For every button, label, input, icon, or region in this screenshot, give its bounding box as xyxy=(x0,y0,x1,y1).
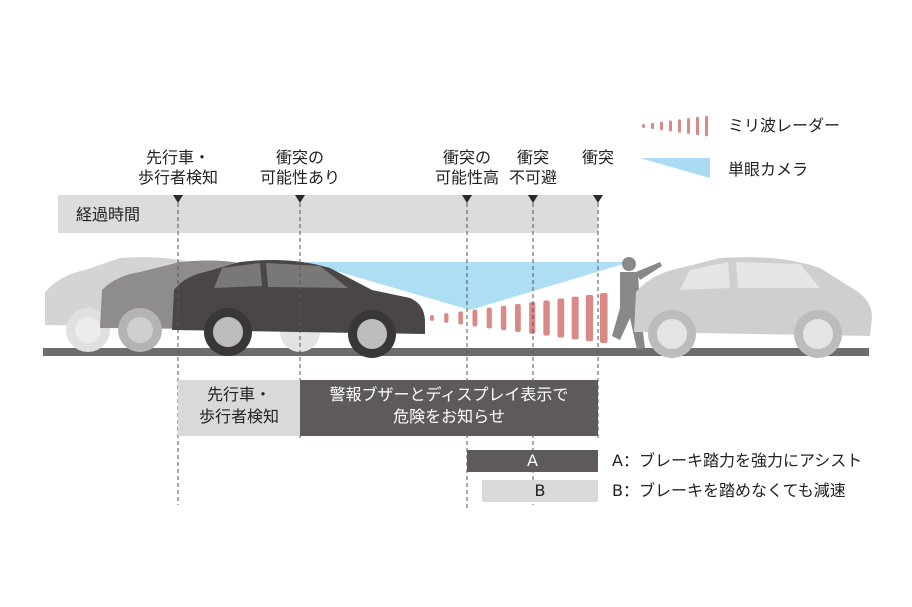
detect-bar-text: 先行車・ 歩行者検知 xyxy=(178,384,300,428)
radar-wave xyxy=(472,309,478,327)
legend-radar-wave xyxy=(669,120,672,132)
detect-bar xyxy=(178,380,300,436)
legend-radar-label: ミリ波レーダー xyxy=(728,116,841,135)
b-bar-text: B xyxy=(534,481,546,500)
warning-bar-line1: 警報ブザーとディスプレイ表示で xyxy=(329,385,569,404)
warning-bar xyxy=(300,380,598,436)
a-description: A：ブレーキ踏力を強力にアシスト xyxy=(612,451,863,470)
legend-radar-wave xyxy=(687,118,690,134)
event-detect-line2: 歩行者検知 xyxy=(137,168,218,187)
radar-wave xyxy=(444,313,449,323)
legend-radar-wave xyxy=(705,115,708,137)
radar-wave xyxy=(529,302,536,334)
event-detect-label: 先行車・ 歩行者検知 xyxy=(118,148,238,188)
timeline-marker-triangle xyxy=(173,195,183,203)
event-unavoidable-line1: 衝突 xyxy=(516,148,549,167)
radar-wave xyxy=(515,304,521,332)
warning-bar-line2: 危険をお知らせ xyxy=(393,407,505,426)
event-collision-line2: 衝突 xyxy=(581,148,614,167)
radar-wave xyxy=(500,305,507,331)
event-collision-label: 衝突 xyxy=(568,148,628,168)
event-high-line2: 可能性高 xyxy=(434,168,499,187)
timeline-marker-triangle xyxy=(593,195,603,203)
timeline-marker-triangle xyxy=(295,195,305,203)
detect-bar-line1: 先行車・ xyxy=(206,385,271,404)
radar-wave xyxy=(543,300,550,336)
timeline-marker-triangle xyxy=(528,195,538,203)
event-possible-label: 衝突の 可能性あり xyxy=(240,148,360,188)
b-bar xyxy=(482,480,598,502)
front-car xyxy=(634,257,872,358)
a-bar xyxy=(467,450,598,472)
radar-wave xyxy=(557,298,565,338)
legend-camera-icon xyxy=(640,158,710,178)
main-car xyxy=(172,260,425,358)
timeline-axis-label: 経過時間 xyxy=(76,205,141,224)
radar-wave xyxy=(571,296,579,340)
radar-wave xyxy=(600,293,608,343)
event-possible-line2: 可能性あり xyxy=(259,168,340,187)
b-description: B：ブレーキを踏めなくても減速 xyxy=(612,481,846,500)
camera-beam xyxy=(305,262,630,310)
event-unavoidable-label: 衝突 不可避 xyxy=(496,148,570,188)
legend-radar-wave xyxy=(660,121,663,131)
event-high-line1: 衝突の xyxy=(442,148,491,167)
event-possible-line1: 衝突の xyxy=(275,148,324,167)
radar-wave xyxy=(430,315,434,321)
event-detect-line1: 先行車・ xyxy=(145,148,210,167)
radar-wave xyxy=(486,307,492,329)
event-high-label: 衝突の 可能性高 xyxy=(408,148,526,188)
detect-bar-line2: 歩行者検知 xyxy=(198,407,279,426)
radar-waves xyxy=(430,293,608,343)
legend-radar-wave xyxy=(696,116,699,136)
warning-bar-text: 警報ブザーとディスプレイ表示で 危険をお知らせ xyxy=(300,384,598,428)
timeline-band xyxy=(58,195,598,233)
road-line xyxy=(43,348,869,356)
legend-camera-label: 単眼カメラ xyxy=(728,160,809,179)
a-bar-text: A xyxy=(527,451,538,470)
legend-radar-icon xyxy=(642,115,708,137)
radar-wave xyxy=(585,294,594,342)
legend-radar-wave xyxy=(642,124,645,128)
event-unavoidable-line2: 不可避 xyxy=(508,168,557,187)
legend-radar-wave xyxy=(651,122,654,130)
timeline-marker-triangle xyxy=(462,195,472,203)
legend-radar-wave xyxy=(678,119,681,133)
radar-wave xyxy=(458,311,463,325)
